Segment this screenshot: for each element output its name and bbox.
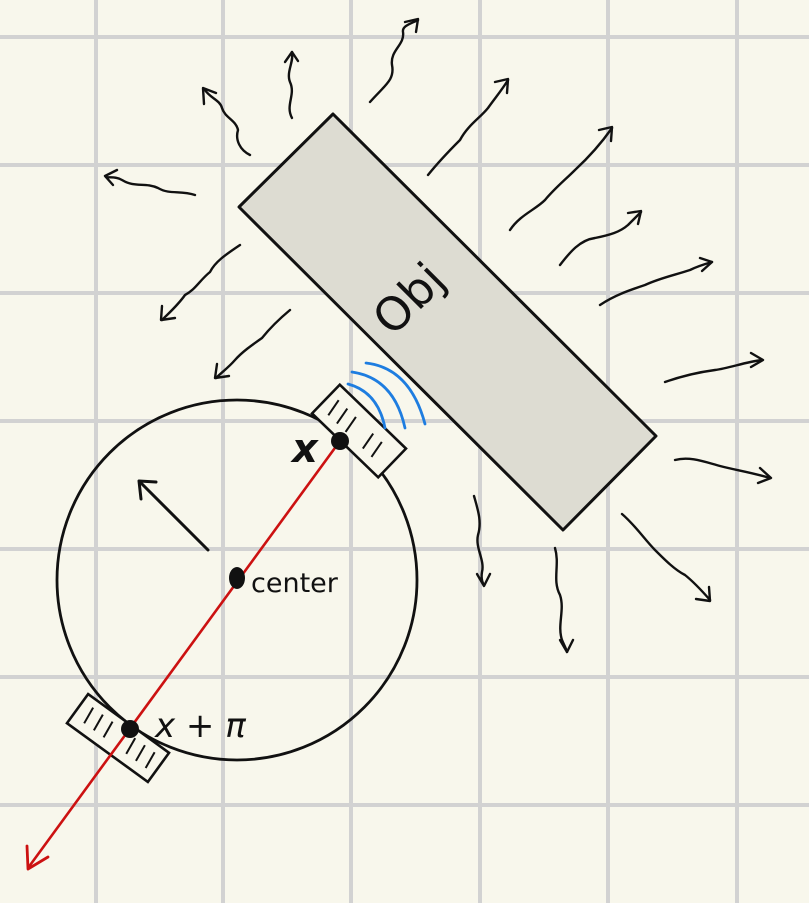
emission-arrow [508, 125, 614, 232]
signal-wave [350, 370, 407, 430]
sensor-hatching [327, 399, 383, 458]
emission-arrow [673, 457, 773, 485]
emission-arrow [103, 168, 197, 197]
emission-arrow [213, 308, 292, 380]
robot-body [55, 398, 419, 762]
emission-arrow [553, 546, 575, 654]
direction-ray [26, 440, 342, 869]
object-rectangle [237, 112, 658, 532]
center-point [229, 567, 245, 589]
center-label: center [251, 568, 339, 599]
sensor-angle-label: x [290, 426, 319, 472]
signal-wave [364, 361, 427, 426]
opposite-point [121, 720, 139, 738]
emission-arrow [558, 209, 643, 267]
emission-arrow [368, 17, 420, 104]
emission-arrow [663, 351, 765, 384]
heading-arrow-head [137, 479, 158, 501]
sensor-hatching [83, 707, 156, 769]
signal-wave [346, 382, 387, 430]
sensor-point [331, 432, 349, 450]
emission-arrow [159, 243, 242, 322]
opposite-angle-label: x + π [154, 706, 246, 746]
emission-arrow [598, 256, 714, 307]
heading-arrow-shaft [138, 480, 210, 552]
emission-arrow [283, 50, 300, 120]
signal-wave-icon [346, 361, 427, 430]
emission-arrow [201, 86, 252, 157]
emission-arrow [472, 494, 492, 588]
emission-arrow [620, 512, 712, 603]
emission-arrows [103, 17, 773, 654]
emission-arrow [426, 77, 510, 177]
arrow-head-icon [25, 844, 50, 871]
heading-arrow-icon [137, 479, 210, 552]
